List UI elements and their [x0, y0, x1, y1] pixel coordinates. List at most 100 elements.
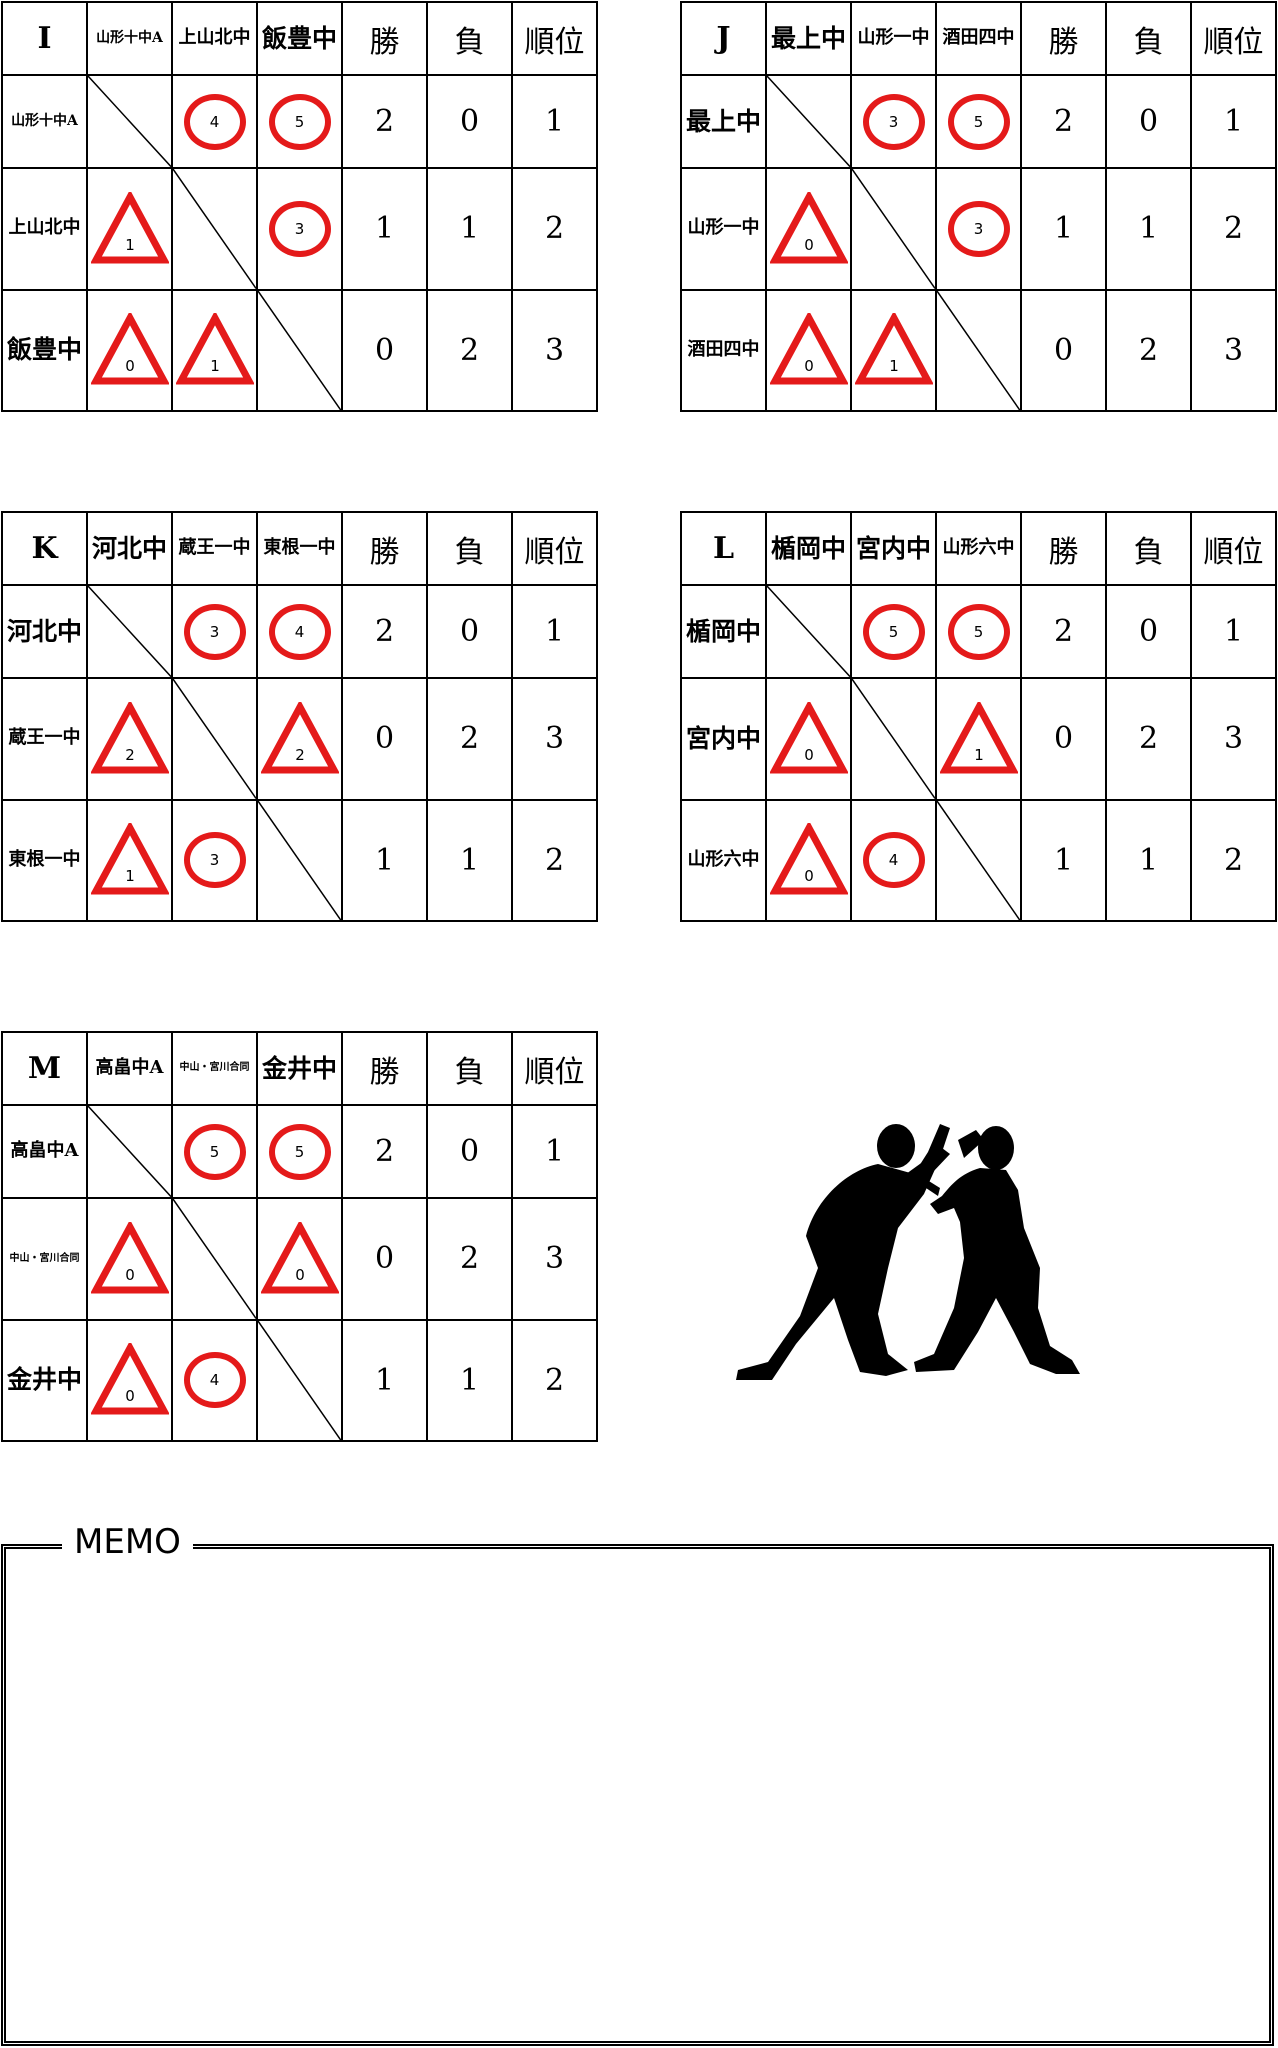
- column-team-header: 金井中: [256, 1030, 343, 1107]
- score-value: 1: [889, 357, 899, 375]
- score-value: 4: [209, 112, 220, 131]
- self-match-cell: [935, 288, 1022, 413]
- wins-value: 2: [1020, 74, 1107, 170]
- win-circle-icon: 3: [947, 200, 1010, 257]
- match-result-cell: 3: [850, 74, 937, 170]
- rank-header: 順位: [511, 1030, 598, 1107]
- score-value: 3: [973, 219, 984, 238]
- wins-value: 0: [341, 677, 428, 801]
- wins-header: 勝: [1020, 0, 1107, 77]
- wins-value: 0: [1020, 288, 1107, 413]
- rank-value: 2: [1190, 167, 1277, 291]
- score-value: 0: [804, 746, 814, 764]
- rank-value: 3: [1190, 288, 1277, 413]
- wins-value: 1: [1020, 798, 1107, 923]
- match-result-cell: 5: [256, 1104, 343, 1200]
- diagonal-line: [258, 801, 341, 920]
- diagonal-line: [258, 1321, 341, 1440]
- diagonal-line: [937, 801, 1020, 920]
- score-value: 4: [209, 1371, 220, 1390]
- win-circle-icon: 3: [862, 93, 925, 150]
- self-match-cell: [171, 1197, 258, 1321]
- self-match-cell: [86, 584, 173, 680]
- loss-triangle-icon: 0: [260, 1221, 339, 1294]
- group-letter: K: [1, 510, 88, 587]
- score-value: 0: [295, 1266, 305, 1284]
- row-team-name: 蔵王一中: [1, 677, 88, 801]
- column-team-header: 酒田四中: [935, 0, 1022, 77]
- score-value: 3: [209, 622, 220, 641]
- row-team-name: 山形六中: [680, 798, 767, 923]
- score-value: 0: [804, 236, 814, 254]
- row-team-name: 山形十中A: [1, 74, 88, 170]
- self-match-cell: [86, 1104, 173, 1200]
- match-result-cell: 4: [256, 584, 343, 680]
- self-match-cell: [171, 167, 258, 291]
- memo-box: [1, 1544, 1274, 2046]
- judo-players-silhouette-icon: [736, 1124, 1080, 1380]
- match-result-cell: 0: [765, 798, 852, 923]
- score-value: 3: [294, 219, 305, 238]
- rank-value: 1: [1190, 584, 1277, 680]
- losses-value: 2: [426, 677, 513, 801]
- match-result-cell: 3: [935, 167, 1022, 291]
- row-team-name: 飯豊中: [1, 288, 88, 413]
- score-value: 0: [804, 357, 814, 375]
- match-result-cell: 4: [850, 798, 937, 923]
- rank-value: 2: [511, 167, 598, 291]
- row-team-name: 河北中: [1, 584, 88, 680]
- column-team-header: 山形十中A: [86, 0, 173, 77]
- self-match-cell: [765, 584, 852, 680]
- group-letter: I: [1, 0, 88, 77]
- match-result-cell: 5: [935, 584, 1022, 680]
- wins-value: 1: [341, 167, 428, 291]
- losses-value: 0: [426, 584, 513, 680]
- score-value: 5: [973, 622, 984, 641]
- score-value: 0: [125, 1266, 135, 1284]
- column-team-header: 上山北中: [171, 0, 258, 77]
- diagonal-line: [88, 586, 171, 677]
- match-result-cell: 2: [256, 677, 343, 801]
- rank-value: 3: [511, 1197, 598, 1321]
- score-value: 5: [209, 1142, 220, 1161]
- losses-value: 2: [1105, 288, 1192, 413]
- self-match-cell: [765, 74, 852, 170]
- win-circle-icon: 5: [183, 1123, 246, 1180]
- column-team-header: 山形六中: [935, 510, 1022, 587]
- win-circle-icon: 3: [268, 200, 331, 257]
- match-result-cell: 5: [171, 1104, 258, 1200]
- win-circle-icon: 4: [862, 832, 925, 889]
- win-circle-icon: 5: [862, 603, 925, 660]
- column-team-header: 最上中: [765, 0, 852, 77]
- match-result-cell: 1: [850, 288, 937, 413]
- match-result-cell: 0: [86, 1318, 173, 1443]
- score-value: 4: [294, 622, 305, 641]
- losses-header: 負: [426, 1030, 513, 1107]
- win-circle-icon: 4: [183, 1352, 246, 1409]
- row-team-name: 宮内中: [680, 677, 767, 801]
- diagonal-line: [852, 169, 935, 288]
- match-result-cell: 0: [86, 1197, 173, 1321]
- diagonal-line: [767, 76, 850, 167]
- win-circle-icon: 5: [947, 603, 1010, 660]
- group-letter: M: [1, 1030, 88, 1107]
- self-match-cell: [850, 677, 937, 801]
- losses-value: 0: [426, 74, 513, 170]
- losses-value: 1: [1105, 798, 1192, 923]
- wins-header: 勝: [341, 510, 428, 587]
- row-team-name: 楯岡中: [680, 584, 767, 680]
- loss-triangle-icon: 0: [90, 313, 169, 385]
- losses-header: 負: [1105, 510, 1192, 587]
- wins-value: 0: [341, 288, 428, 413]
- column-team-header: 楯岡中: [765, 510, 852, 587]
- match-result-cell: 0: [86, 288, 173, 413]
- rank-value: 1: [511, 1104, 598, 1200]
- score-value: 5: [294, 1142, 305, 1161]
- rank-header: 順位: [1190, 510, 1277, 587]
- diagonal-line: [88, 1106, 171, 1197]
- column-team-header: 中山・宮川合同: [171, 1030, 258, 1107]
- group-letter: L: [680, 510, 767, 587]
